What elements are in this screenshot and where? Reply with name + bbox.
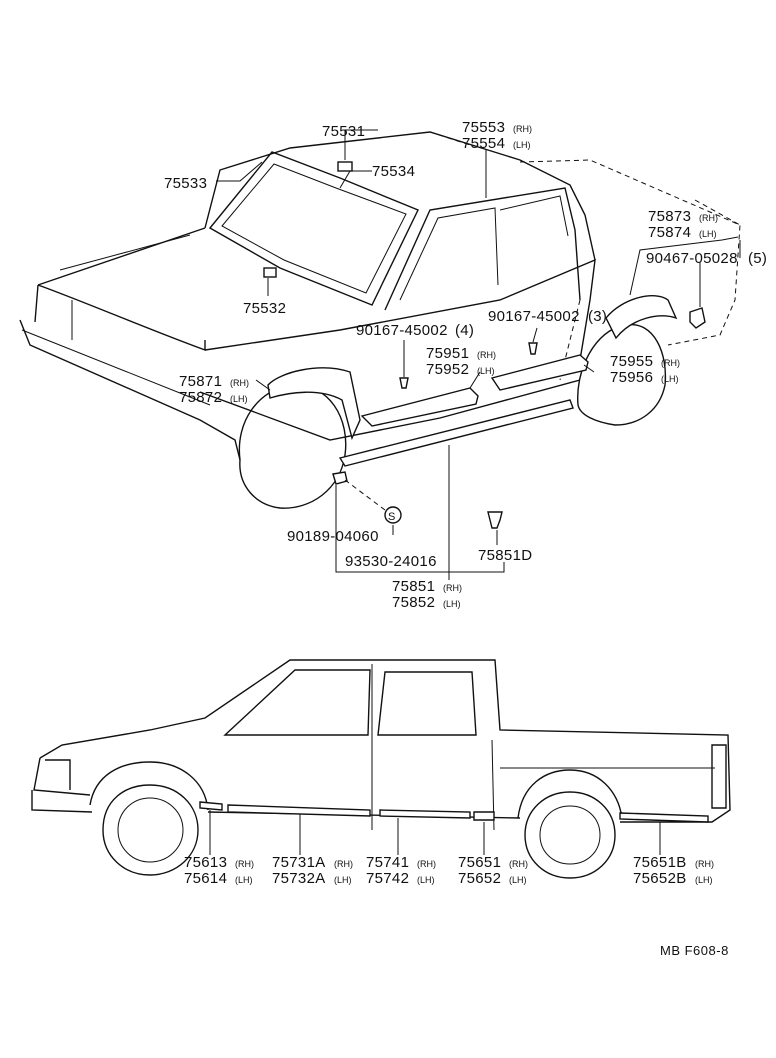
suffix-75651B-rh: (RH)	[695, 859, 714, 869]
windshield-clip-75531	[337, 161, 353, 172]
label-75652: 75652	[458, 870, 501, 887]
label-75553: 75553	[462, 119, 505, 136]
suffix-75554-lh: (LH)	[513, 140, 531, 150]
truck-side-profile	[31, 659, 731, 879]
label-75731A: 75731A	[272, 854, 326, 871]
label-75614: 75614	[184, 870, 227, 887]
clip-90189	[332, 471, 348, 485]
part-labels: 75531 75533 75534 75532 75553 (RH) 75554…	[164, 119, 767, 958]
label-90167-45002-b: 90167-45002	[488, 308, 580, 325]
screw-90167-a	[399, 377, 409, 389]
suffix-75741-rh: (RH)	[417, 859, 436, 869]
suffix-75873-rh: (RH)	[699, 213, 718, 223]
label-90467-05028: 90467-05028	[646, 250, 738, 267]
label-75871: 75871	[179, 373, 222, 390]
windshield-clip-75532	[263, 267, 277, 278]
fender-clip-90467	[689, 307, 706, 329]
label-75741: 75741	[366, 854, 409, 871]
label-90167-a-qty: (4)	[455, 322, 474, 339]
label-75956: 75956	[610, 369, 653, 386]
label-75874: 75874	[648, 224, 691, 241]
suffix-75874-lh: (LH)	[699, 229, 717, 239]
label-75955: 75955	[610, 353, 653, 370]
suffix-75614-lh: (LH)	[235, 875, 253, 885]
label-75651B: 75651B	[633, 854, 687, 871]
leader-lines-lower	[209, 810, 661, 855]
label-75533: 75533	[164, 175, 207, 192]
label-75951: 75951	[426, 345, 469, 362]
label-93530-24016: 93530-24016	[345, 553, 437, 570]
label-75952: 75952	[426, 361, 469, 378]
suffix-75732A-lh: (LH)	[334, 875, 352, 885]
suffix-75852-lh: (LH)	[443, 599, 461, 609]
molding-parts-upper	[263, 161, 706, 529]
suffix-75731A-rh: (RH)	[334, 859, 353, 869]
suffix-75955-rh: (RH)	[661, 358, 680, 368]
label-90167-45002-a: 90167-45002	[356, 322, 448, 339]
label-75742: 75742	[366, 870, 409, 887]
suffix-75871-rh: (RH)	[230, 378, 249, 388]
suffix-75553-rh: (RH)	[513, 124, 532, 134]
label-75531: 75531	[322, 123, 365, 140]
diagram-code: MB F608-8	[660, 943, 729, 958]
suffix-75742-lh: (LH)	[417, 875, 435, 885]
suffix-75952-lh: (LH)	[477, 366, 495, 376]
label-75851D: 75851D	[478, 547, 532, 564]
label-75873: 75873	[648, 208, 691, 225]
screw-90167-b	[528, 342, 538, 355]
label-75732A: 75732A	[272, 870, 326, 887]
rocker-panel-molding	[338, 399, 574, 467]
suffix-75613-rh: (RH)	[235, 859, 254, 869]
clip-75851D	[487, 511, 503, 529]
label-75872: 75872	[179, 389, 222, 406]
leader-lines-upper	[216, 129, 741, 580]
label-75613: 75613	[184, 854, 227, 871]
label-75532: 75532	[243, 300, 286, 317]
suffix-75651-rh: (RH)	[509, 859, 528, 869]
suffix-75851-rh: (RH)	[443, 583, 462, 593]
suffix-75956-lh: (LH)	[661, 374, 679, 384]
rear-fender-flare	[605, 295, 678, 340]
front-door-molding	[360, 387, 479, 427]
front-fender-flare	[267, 367, 361, 441]
truck-perspective-drawing	[19, 131, 741, 509]
label-75652B: 75652B	[633, 870, 687, 887]
label-75554: 75554	[462, 135, 505, 152]
suffix-75652-lh: (LH)	[509, 875, 527, 885]
label-75851: 75851	[392, 578, 435, 595]
s-symbol: S	[388, 511, 396, 523]
label-75651: 75651	[458, 854, 501, 871]
label-90167-b-qty: (3)	[588, 308, 607, 325]
label-75852: 75852	[392, 594, 435, 611]
suffix-75652B-lh: (LH)	[695, 875, 713, 885]
label-90467-qty: (5)	[748, 250, 767, 267]
label-90189-04060: 90189-04060	[287, 528, 379, 545]
rear-door-molding	[490, 354, 589, 391]
label-75534: 75534	[372, 163, 415, 180]
suffix-75951-rh: (RH)	[477, 350, 496, 360]
suffix-75872-lh: (LH)	[230, 394, 248, 404]
s-symbol-circle	[384, 506, 402, 524]
